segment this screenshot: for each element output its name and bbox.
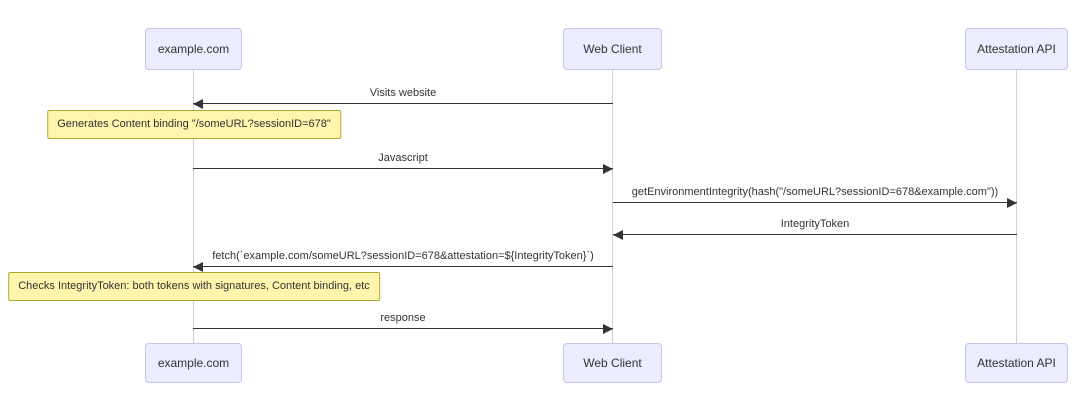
message-line <box>193 103 613 104</box>
actor-top-web-client: Web Client <box>563 28 662 70</box>
actor-top-attestation-api: Attestation API <box>965 28 1068 70</box>
arrowhead-right-icon <box>603 324 613 334</box>
actor-bottom-example-com: example.com <box>145 343 242 383</box>
arrowhead-left-icon <box>613 230 623 240</box>
lifeline-web-client <box>612 70 613 343</box>
actor-bottom-attestation-api: Attestation API <box>965 343 1068 383</box>
actor-bottom-web-client: Web Client <box>563 343 662 383</box>
arrowhead-right-icon <box>1007 198 1017 208</box>
arrowhead-left-icon <box>193 262 203 272</box>
message-visits-website: Visits website <box>193 85 613 109</box>
arrowhead-left-icon <box>193 99 203 109</box>
message-line <box>613 202 1017 203</box>
message-label: Javascript <box>378 152 428 164</box>
message-get-environment-integrity: getEnvironmentIntegrity(hash("/someURL?s… <box>613 184 1017 208</box>
message-fetch: fetch(`example.com/someURL?sessionID=678… <box>193 248 613 272</box>
message-label: response <box>380 312 426 324</box>
lifeline-example-com <box>193 70 194 343</box>
message-response: response <box>193 310 613 334</box>
arrowhead-right-icon <box>603 164 613 174</box>
message-line <box>193 168 613 169</box>
message-line <box>613 234 1017 235</box>
message-label: fetch(`example.com/someURL?sessionID=678… <box>212 250 594 262</box>
message-label: IntegrityToken <box>780 218 850 230</box>
note-checks-integrity-token: Checks IntegrityToken: both tokens with … <box>8 272 380 301</box>
note-generates-content-binding: Generates Content binding "/someURL?sess… <box>47 110 341 139</box>
message-line <box>193 328 613 329</box>
message-integrity-token: IntegrityToken <box>613 216 1017 240</box>
message-label: Visits website <box>369 87 437 99</box>
actor-top-example-com: example.com <box>145 28 242 70</box>
message-line <box>193 266 613 267</box>
message-javascript: Javascript <box>193 150 613 174</box>
message-label: getEnvironmentIntegrity(hash("/someURL?s… <box>631 186 999 198</box>
